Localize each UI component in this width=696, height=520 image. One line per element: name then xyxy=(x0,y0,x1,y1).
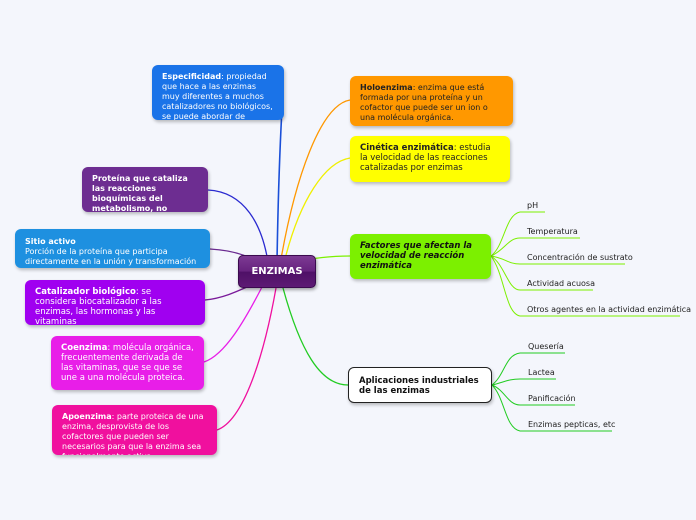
node-apoenzima[interactable]: Apoenzima: parte proteica de una enzima,… xyxy=(52,405,217,455)
factor-item[interactable]: Actividad acuosa xyxy=(527,279,595,288)
factor-item[interactable]: Otros agentes en la actividad enzimática xyxy=(527,305,692,314)
node-proteina-title: Proteína que cataliza las reacciones bio… xyxy=(92,174,188,212)
link-aplicaciones xyxy=(282,287,349,386)
node-sitio-text: Porción de la proteína que participa dir… xyxy=(25,247,197,268)
link-app-queseria xyxy=(491,352,565,386)
node-coenzima[interactable]: Coenzima: molécula orgánica, frecuenteme… xyxy=(51,336,204,390)
node-especificidad-title: Especificidad xyxy=(162,72,222,81)
factor-item[interactable]: Temperatura xyxy=(527,227,578,236)
aplicacion-item[interactable]: Enzimas pepticas, etc xyxy=(528,420,616,429)
node-cinetica-title: Cinética enzimática xyxy=(360,143,454,153)
node-factores-title: Factores que afectan la velocidad de rea… xyxy=(360,241,473,271)
link-app-lactea xyxy=(491,378,556,386)
node-apoenzima-text: : parte proteica de una enzima, desprovi… xyxy=(62,412,204,455)
node-especificidad[interactable]: Especificidad: propiedad que hace a las … xyxy=(152,65,284,120)
node-coenzima-text: : molécula orgánica, frecuentemente deri… xyxy=(61,343,194,383)
factor-item[interactable]: Concentración de sustrato xyxy=(527,253,633,262)
node-apoenzima-title: Apoenzima xyxy=(62,412,112,421)
link-app-enzimas xyxy=(491,384,612,432)
link-factor-concentracion xyxy=(490,255,625,265)
node-aplicaciones-title: Aplicaciones industriales de las enzimas xyxy=(359,376,479,396)
link-factor-otros xyxy=(490,255,680,317)
node-aplicaciones[interactable]: Aplicaciones industriales de las enzimas xyxy=(348,367,492,403)
link-holoenzima xyxy=(280,99,351,260)
central-topic-label: ENZIMAS xyxy=(251,266,303,277)
link-coenzima xyxy=(203,286,263,363)
aplicacion-item[interactable]: Panificación xyxy=(528,394,576,403)
node-catalizador-title: Catalizador biológico xyxy=(35,287,136,297)
link-factor-temperatura xyxy=(490,237,580,257)
node-catalizador-text: : se considera biocatalizador a las enzi… xyxy=(35,287,162,325)
aplicacion-item[interactable]: Quesería xyxy=(528,342,564,351)
link-factor-ph xyxy=(490,211,545,257)
node-sitio-title: Sitio activo xyxy=(25,237,76,246)
node-holoenzima-text: : enzima que está formada por una proteí… xyxy=(360,83,488,122)
node-holoenzima-title: Holoenzima xyxy=(360,83,413,92)
link-proteina xyxy=(207,189,269,263)
aplicacion-item[interactable]: Lactea xyxy=(528,368,555,377)
link-app-panificacion xyxy=(491,384,575,406)
node-sitio-activo[interactable]: Sitio activo Porción de la proteína que … xyxy=(15,229,210,268)
link-apoenzima xyxy=(216,287,277,431)
node-cinetica[interactable]: Cinética enzimática: estudia la velocida… xyxy=(350,136,510,182)
link-cinetica xyxy=(284,157,351,260)
link-factor-actividad xyxy=(490,255,593,291)
central-topic[interactable]: ENZIMAS xyxy=(238,255,316,288)
node-especificidad-text: : propiedad que hace a las enzimas muy d… xyxy=(162,72,273,120)
node-holoenzima[interactable]: Holoenzima: enzima que está formada por … xyxy=(350,76,513,126)
node-cinetica-text: : estudia la velocidad de las reacciones… xyxy=(360,143,491,173)
factor-item[interactable]: pH xyxy=(527,201,539,210)
node-factores[interactable]: Factores que afectan la velocidad de rea… xyxy=(350,234,491,279)
node-proteina[interactable]: Proteína que cataliza las reacciones bio… xyxy=(82,167,208,212)
node-catalizador[interactable]: Catalizador biológico: se considera bioc… xyxy=(25,280,205,325)
node-coenzima-title: Coenzima xyxy=(61,343,108,353)
